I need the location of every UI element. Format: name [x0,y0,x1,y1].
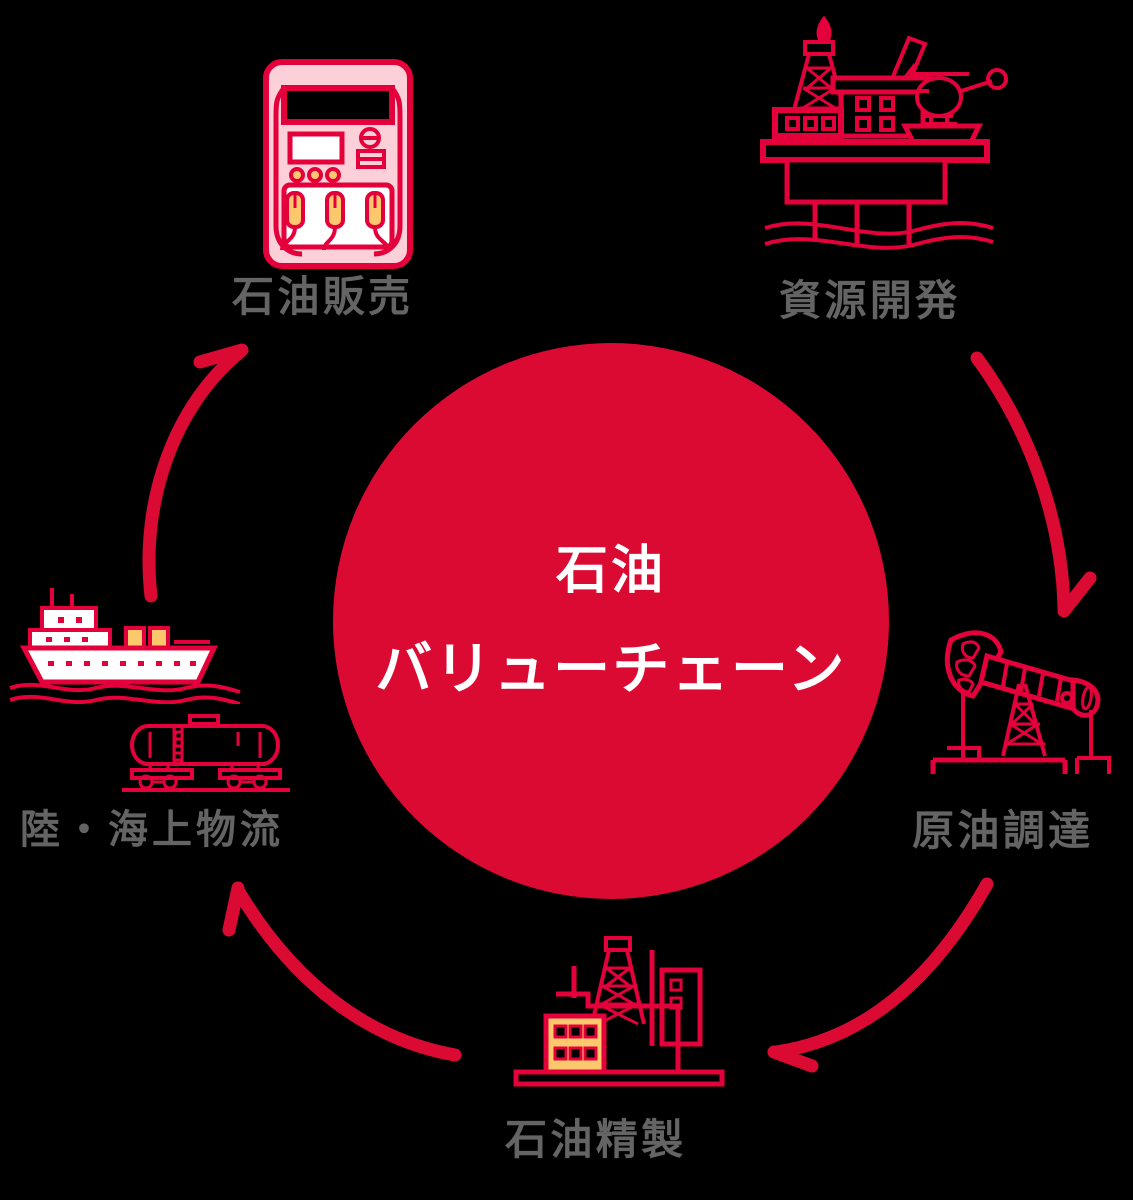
hub-title-line-2: バリューチェーン [375,635,847,702]
fuel-dispenser-icon [263,59,413,269]
arrow-exploration-to-crude [970,351,1097,618]
node-label-crude: 原油調達 [912,806,1094,855]
arrow-refining-to-logistics [222,881,462,1062]
pumpjack-icon [930,630,1111,774]
arrow-crude-to-refining [767,877,994,1073]
node-label-exploration: 資源開発 [779,276,961,325]
node-label-refining: 石油精製 [505,1115,687,1164]
oil-refinery-icon [513,936,725,1087]
hub-title-line-1: 石油 [555,540,667,601]
center-hub: 石油 バリューチェーン [333,343,889,899]
rail-tank-car-icon [122,714,290,792]
arrow-logistics-to-sales [142,343,249,603]
tanker-ship-icon [9,588,241,704]
node-label-logistics: 陸・海上物流 [20,807,284,853]
offshore-oil-platform-icon [760,15,1008,250]
node-label-sales: 石油販売 [232,272,414,321]
